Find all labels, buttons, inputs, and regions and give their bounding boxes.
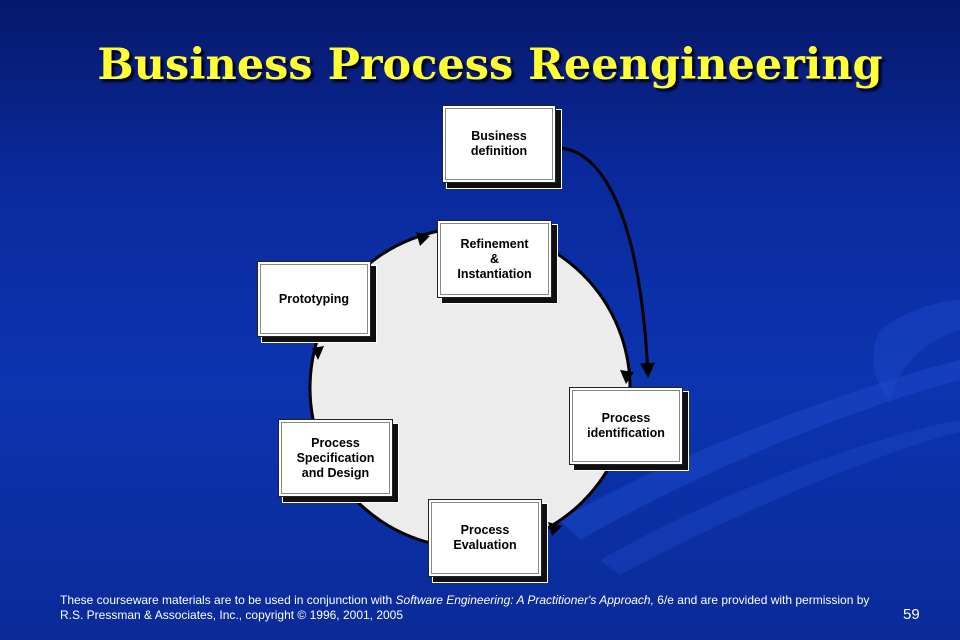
copyright-footer: These courseware materials are to be use… xyxy=(60,593,880,623)
prototyping-label: Prototyping xyxy=(278,291,350,306)
footer-prefix: These courseware materials are to be use… xyxy=(60,593,396,607)
refinement-instantiation-box: Refinement & Instantiation xyxy=(437,220,552,298)
footer-book-title: Software Engineering: A Practitioner's A… xyxy=(395,593,654,607)
footer-suffix: 6/e and are provided with permission by … xyxy=(60,593,870,622)
business-definition-label: Business definition xyxy=(470,129,528,158)
page-number: 59 xyxy=(903,606,920,623)
prototyping-box: Prototyping xyxy=(257,261,371,337)
refinement-instantiation-label: Refinement & Instantiation xyxy=(457,236,532,281)
process-identification-label: Process identification xyxy=(587,411,665,440)
process-identification-box: Process identification xyxy=(569,387,683,465)
process-evaluation-box: Process Evaluation xyxy=(428,499,542,577)
process-specification-box: Process Specification and Design xyxy=(278,419,393,497)
business-definition-box: Business definition xyxy=(442,105,556,183)
page-title: Business Process Reengineering xyxy=(97,40,883,90)
process-evaluation-label: Process Evaluation xyxy=(453,523,517,552)
definition-to-identification-arrow xyxy=(556,146,655,378)
process-specification-label: Process Specification and Design xyxy=(296,435,375,480)
